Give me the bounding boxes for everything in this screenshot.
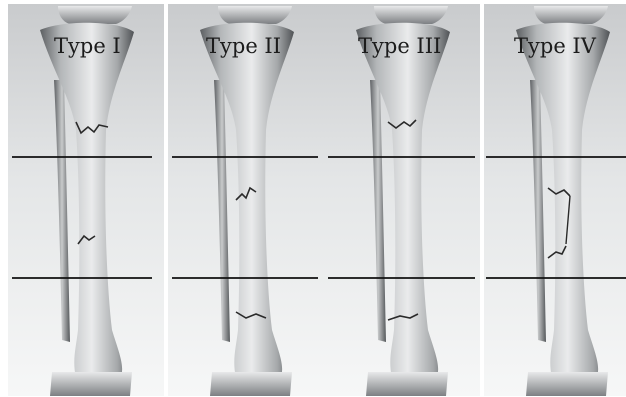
ankle-joint (366, 372, 448, 396)
knee-joint (374, 6, 448, 24)
panel-type-1: Type I (8, 4, 164, 396)
ankle-joint (526, 372, 608, 396)
knee-joint (534, 6, 608, 24)
ankle-joint (210, 372, 292, 396)
panel-label-type-3: Type III (358, 34, 441, 58)
knee-joint (58, 6, 132, 24)
knee-joint (218, 6, 292, 24)
panel-type-3: Type III (324, 4, 480, 396)
panel-label-type-2: Type II (206, 34, 281, 58)
panel-type-4: Type IV (484, 4, 626, 396)
ankle-joint (50, 372, 132, 396)
panel-type-2: Type II (168, 4, 324, 396)
panel-label-type-4: Type IV (514, 34, 597, 58)
panel-label-type-1: Type I (54, 34, 121, 58)
